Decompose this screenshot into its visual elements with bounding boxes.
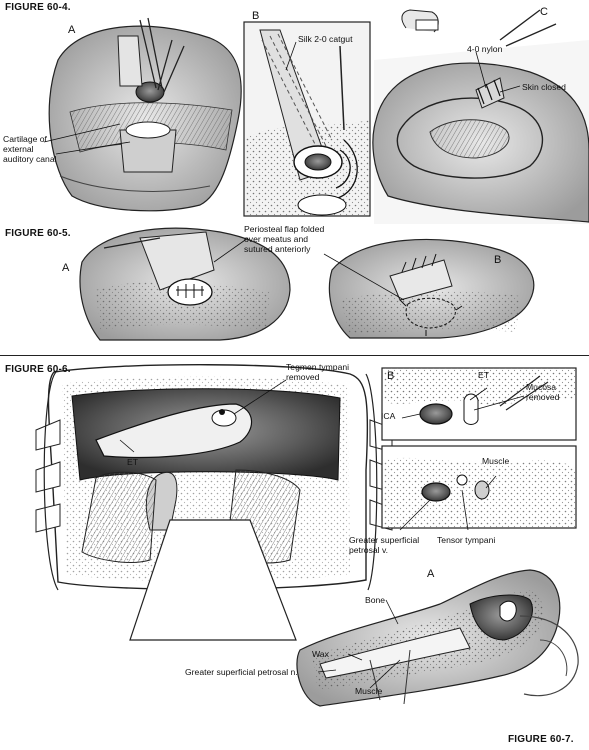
fig6-panel-b-letter: B [387, 370, 395, 382]
label-wax: Wax [312, 649, 329, 659]
leader-lines [43, 41, 525, 689]
label-greater-superficial-petrosal-n: Greater superficial petrosal n. [185, 667, 298, 677]
label-tensor-tympani: Tensor tympani [437, 535, 496, 545]
label-periosteal-flap: Periosteal flap folded over meatus and s… [244, 224, 325, 254]
figure-60-4-title: FIGURE 60-4. [5, 2, 71, 13]
label-greater-superficial-petrosal-v: Greater superficial petrosal v. [349, 535, 420, 555]
section-divider [0, 355, 589, 356]
fig5-panel-a-letter: A [62, 262, 70, 274]
fig4-panel-b-drawing [243, 21, 371, 217]
fig4-panel-c-letter: C [540, 6, 548, 18]
label-silk: Silk 2-0 catgut [298, 34, 353, 44]
fig4-panel-c-drawing [372, 9, 589, 224]
fig7-panel-a-drawing [296, 569, 579, 707]
label-muscle-6b: Muscle [482, 456, 510, 466]
fig4-panel-a-drawing [48, 17, 242, 212]
label-cartilage: Cartilage of external auditory canal [3, 134, 57, 164]
fig6-panel-b-drawing [381, 367, 577, 529]
figure-60-5-title: FIGURE 60-5. [5, 228, 71, 239]
fig7-panel-a-letter: A [427, 568, 435, 580]
label-bone: Bone [365, 595, 386, 605]
label-skin-closed: Skin closed [522, 82, 566, 92]
fig4-panel-b-letter: B [252, 10, 260, 22]
fig5-panel-a-drawing [79, 227, 291, 341]
figure-60-7-title: FIGURE 60-7. [508, 734, 574, 745]
fig6-main-drawing [35, 364, 393, 641]
fig5-panel-b-letter: B [494, 254, 502, 266]
fig4-panel-a-letter: A [68, 24, 76, 36]
label-mucosa-removed: Mucosa removed [526, 382, 560, 402]
label-tegmen-tympani: Tegmen tympani removed [286, 362, 350, 382]
figure-60-6-title: FIGURE 60-6. [5, 364, 71, 375]
label-nylon: 4-0 nylon [467, 44, 503, 54]
label-et-main: ET [127, 457, 138, 467]
label-et-inset: ET [478, 370, 489, 380]
label-ica: ICA [381, 411, 396, 421]
label-muscle-7: Muscle [355, 686, 383, 696]
fig5-panel-b-drawing [328, 238, 535, 339]
